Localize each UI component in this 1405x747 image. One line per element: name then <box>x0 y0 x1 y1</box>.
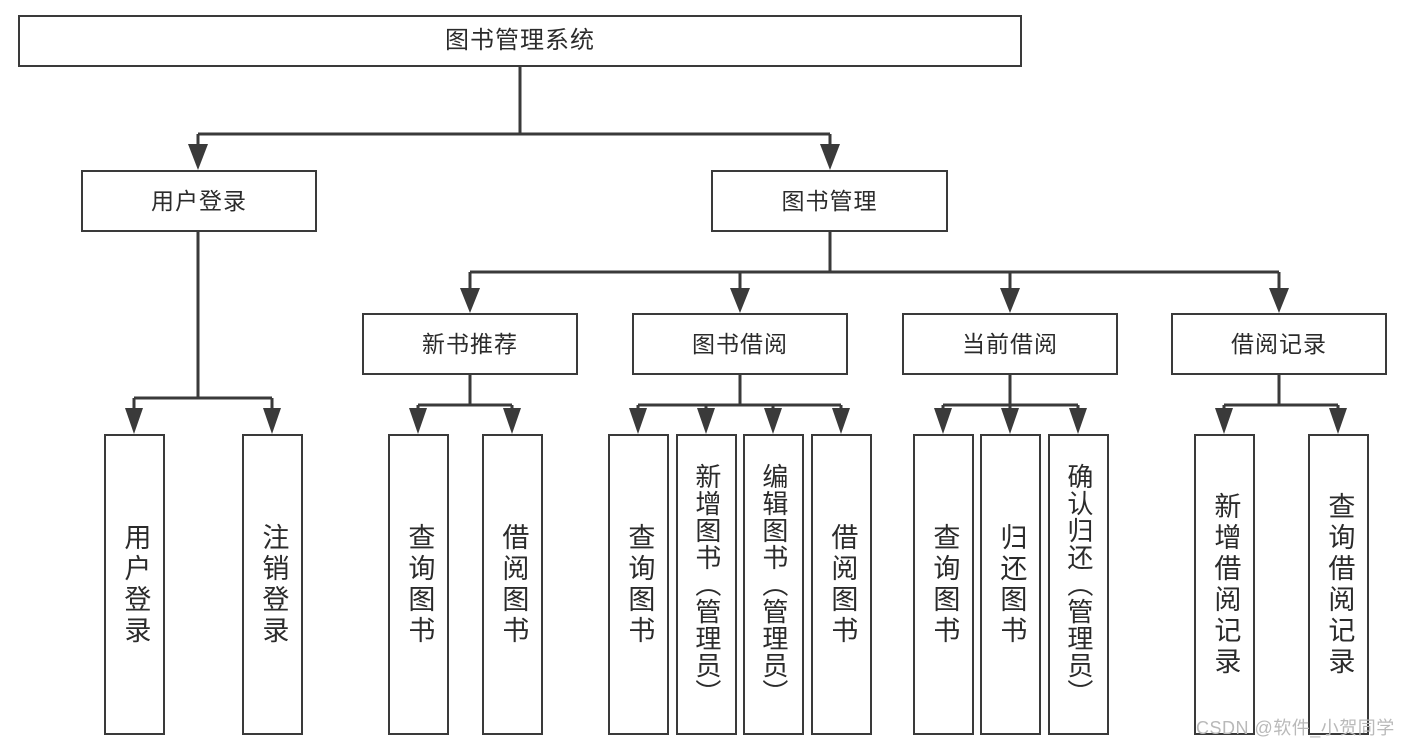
node-label: 图书借阅 <box>692 330 788 357</box>
node-leaf-query-borrow-record[interactable]: 查询借阅记录 <box>1308 434 1369 735</box>
node-leaf-query-book-new[interactable]: 查询图书 <box>388 434 449 735</box>
node-current-borrow[interactable]: 当前借阅 <box>902 313 1118 375</box>
node-leaf-add-borrow-record[interactable]: 新增借阅记录 <box>1194 434 1255 735</box>
node-leaf-add-book-admin[interactable]: 新增图书（管理员） <box>676 434 737 735</box>
node-label: 归还图书 <box>996 522 1027 647</box>
arrow-to-current-borrow <box>1000 288 1020 313</box>
arrow-leaf-13 <box>1329 408 1347 434</box>
node-leaf-query-book-current[interactable]: 查询图书 <box>913 434 974 735</box>
node-label: 查询借阅记录 <box>1324 491 1355 678</box>
node-label: 注销登录 <box>258 522 289 647</box>
node-label: 用户登录 <box>151 187 247 214</box>
node-label: 新增借阅记录 <box>1210 491 1241 678</box>
node-leaf-logout[interactable]: 注销登录 <box>242 434 303 735</box>
arrow-to-borrow-record <box>1269 288 1289 313</box>
csdn-watermark: CSDN @软件_小贺同学 <box>1196 718 1395 738</box>
node-leaf-query-book-borrow[interactable]: 查询图书 <box>608 434 669 735</box>
arrow-leaf-1 <box>125 408 143 434</box>
node-new-book-recommend[interactable]: 新书推荐 <box>362 313 578 375</box>
node-leaf-edit-book-admin[interactable]: 编辑图书（管理员） <box>743 434 804 735</box>
arrow-leaf-6 <box>697 408 715 434</box>
node-label: 当前借阅 <box>962 330 1058 357</box>
node-label: 用户登录 <box>120 522 151 647</box>
arrow-leaf-11 <box>1069 408 1087 434</box>
node-label: 新增图书（管理员） <box>691 463 722 706</box>
arrow-to-book-borrow <box>730 288 750 313</box>
node-label: 借阅记录 <box>1231 330 1327 357</box>
arrow-leaf-8 <box>832 408 850 434</box>
node-label: 借阅图书 <box>827 522 858 647</box>
arrow-leaf-12 <box>1215 408 1233 434</box>
node-label: 新书推荐 <box>422 330 518 357</box>
arrow-leaf-2 <box>263 408 281 434</box>
node-label: 查询图书 <box>624 522 655 647</box>
arrow-leaf-3 <box>409 408 427 434</box>
node-book-borrow[interactable]: 图书借阅 <box>632 313 848 375</box>
node-root-system[interactable]: 图书管理系统 <box>18 15 1022 67</box>
node-label: 图书管理系统 <box>445 27 595 54</box>
node-label: 确认归还（管理员） <box>1063 463 1094 706</box>
node-label: 图书管理 <box>781 187 878 214</box>
arrow-leaf-9 <box>934 408 952 434</box>
arrow-leaf-7 <box>764 408 782 434</box>
arrow-to-user-login <box>188 144 208 170</box>
node-label: 编辑图书（管理员） <box>758 463 789 706</box>
arrow-leaf-4 <box>503 408 521 434</box>
node-label: 借阅图书 <box>498 522 529 647</box>
node-leaf-borrow-book-new[interactable]: 借阅图书 <box>482 434 543 735</box>
node-borrow-record[interactable]: 借阅记录 <box>1171 313 1387 375</box>
node-leaf-return-book[interactable]: 归还图书 <box>980 434 1041 735</box>
node-user-login[interactable]: 用户登录 <box>81 170 317 232</box>
arrow-leaf-5 <box>629 408 647 434</box>
arrow-to-book-mgmt <box>820 144 840 170</box>
arrow-leaf-10 <box>1001 408 1019 434</box>
node-book-management[interactable]: 图书管理 <box>711 170 948 232</box>
node-leaf-user-login[interactable]: 用户登录 <box>104 434 165 735</box>
arrow-to-new-book <box>460 288 480 313</box>
node-leaf-borrow-book[interactable]: 借阅图书 <box>811 434 872 735</box>
node-label: 查询图书 <box>404 522 435 647</box>
node-label: 查询图书 <box>929 522 960 647</box>
node-leaf-confirm-return-admin[interactable]: 确认归还（管理员） <box>1048 434 1109 735</box>
